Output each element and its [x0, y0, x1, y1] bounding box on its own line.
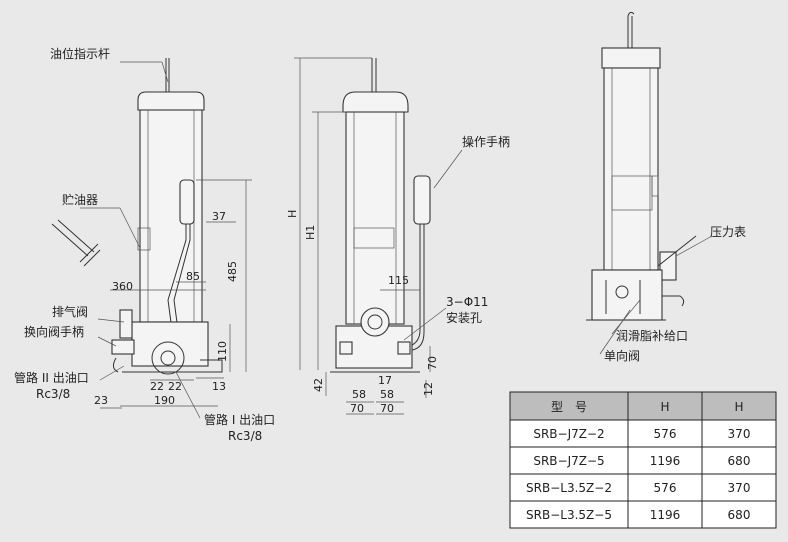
table-cell: SRB−J7Z−2 [533, 427, 604, 441]
middle-view [294, 57, 463, 415]
dim-70a: 70 [350, 402, 364, 415]
label-vent-valve: 排气阀 [52, 304, 88, 319]
table-cell: 680 [728, 508, 751, 522]
label-outlet-1-thread: Rc3/8 [228, 429, 262, 443]
label-reversing-handle: 换向阀手柄 [24, 324, 84, 339]
table-cell: 370 [728, 427, 751, 441]
table-cell: SRB−J7Z−5 [533, 454, 604, 468]
dim-37: 37 [212, 210, 226, 223]
dim-190: 190 [154, 394, 175, 407]
reservoir-detail [51, 219, 101, 267]
label-mount-holes: 3−Φ11 [446, 295, 488, 309]
dim-85: 85 [186, 270, 200, 283]
right-view [586, 11, 713, 355]
label-mount-holes-2: 安装孔 [446, 310, 482, 325]
label-operating-handle: 操作手柄 [462, 134, 510, 149]
table-cell: 576 [654, 427, 677, 441]
table-cell: 370 [728, 481, 751, 495]
table-cell: SRB−L3.5Z−2 [526, 481, 612, 495]
table-cell: 680 [728, 454, 751, 468]
left-view [51, 58, 252, 419]
dim-110: 110 [216, 341, 229, 362]
label-outlet-2: 管路 II 出油口 [14, 370, 89, 385]
dim-70c: 70 [426, 356, 439, 370]
dim-22a: 22 [150, 380, 164, 393]
label-outlet-1: 管路 I 出油口 [204, 412, 275, 427]
table-header-h1: H [734, 400, 743, 414]
label-oil-indicator: 油位指示杆 [50, 46, 110, 61]
label-grease-refill: 润滑脂补给口 [616, 328, 688, 343]
table-header-h: H [660, 400, 669, 414]
table-cell: SRB−L3.5Z−5 [526, 508, 612, 522]
dim-H1: H1 [304, 225, 317, 240]
dim-H: H [286, 210, 299, 218]
table-cell: 1196 [650, 508, 681, 522]
label-outlet-2-thread: Rc3/8 [36, 387, 70, 401]
dim-42: 42 [312, 378, 325, 392]
dim-58a: 58 [352, 388, 366, 401]
label-pressure-gauge: 压力表 [710, 225, 746, 239]
dim-58b: 58 [380, 388, 394, 401]
dim-22b: 22 [168, 380, 182, 393]
dim-70b: 70 [380, 402, 394, 415]
model-table: 型 号 H H SRB−J7Z−2 576 370 SRB−J7Z−5 1196… [509, 391, 777, 529]
dim-23: 23 [94, 394, 108, 407]
table-header-model: 型 号 [551, 400, 587, 414]
dim-12: 12 [422, 382, 435, 396]
dim-360: 360 [112, 280, 133, 293]
dim-485: 485 [226, 261, 239, 282]
table-cell: 1196 [650, 454, 681, 468]
dim-17: 17 [378, 374, 392, 387]
dim-13: 13 [212, 380, 226, 393]
label-reservoir: 贮油器 [62, 192, 98, 207]
dim-115: 115 [388, 274, 409, 287]
table-cell: 576 [654, 481, 677, 495]
label-check-valve: 单向阀 [604, 348, 640, 363]
